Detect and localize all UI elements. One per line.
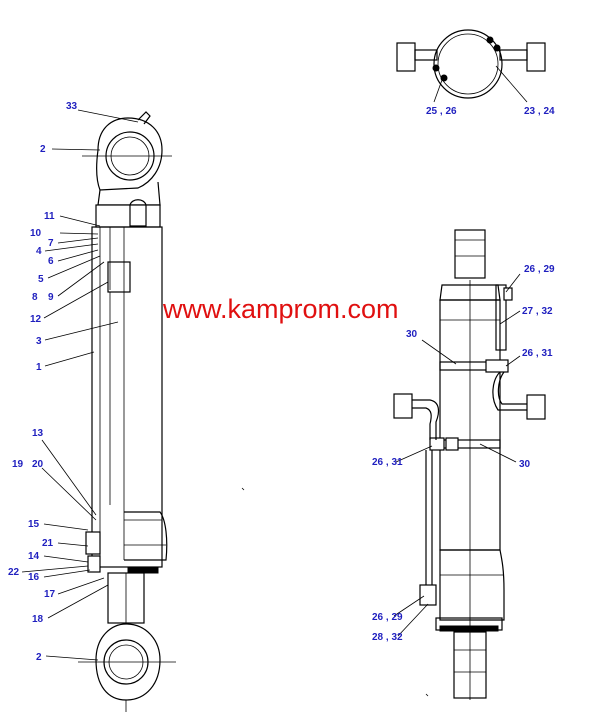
end-view-drawing: [396, 29, 546, 103]
label-7: 7: [48, 238, 54, 249]
label-10: 10: [30, 228, 42, 239]
label-26-31-left: 26 , 31: [372, 457, 403, 468]
label-1: 1: [36, 362, 42, 373]
label-8: 8: [32, 292, 38, 303]
label-3: 3: [36, 336, 42, 347]
label-2-top: 2: [40, 144, 46, 155]
label-26-29-bottom: 26 , 29: [372, 612, 403, 623]
label-18: 18: [32, 614, 44, 625]
label-26-31-right: 26 , 31: [522, 348, 553, 359]
right-leader-lines: [393, 273, 521, 637]
label-26-29-top: 26 , 29: [524, 264, 555, 275]
label-28-32: 28 , 32: [372, 632, 403, 643]
label-22: 22: [8, 567, 20, 578]
label-17: 17: [44, 589, 56, 600]
label-4: 4: [36, 246, 42, 257]
label-19: 19: [12, 459, 24, 470]
label-13: 13: [32, 428, 44, 439]
label-16: 16: [28, 572, 40, 583]
label-25-26: 25 , 26: [426, 106, 457, 117]
label-9: 9: [48, 292, 54, 303]
left-cylinder-drawing: [78, 111, 176, 712]
watermark-url: www.kamprom.com: [162, 294, 399, 324]
label-20: 20: [32, 459, 44, 470]
left-leader-lines: [21, 109, 139, 661]
label-30-lower: 30: [519, 459, 531, 470]
label-27-32: 27 , 32: [522, 306, 553, 317]
right-cylinder-drawing: [393, 229, 546, 700]
label-23-24: 23 , 24: [524, 106, 555, 117]
label-12: 12: [30, 314, 42, 325]
label-6: 6: [48, 256, 54, 267]
part-number-labels: 33 2 11 10 7 4 6 5 8 9 12 3 1 13 19 20 1…: [8, 101, 555, 663]
label-33: 33: [66, 101, 78, 112]
label-11: 11: [44, 211, 55, 222]
label-2-bottom: 2: [36, 652, 42, 663]
label-21: 21: [42, 538, 54, 549]
label-15: 15: [28, 519, 40, 530]
label-5: 5: [38, 274, 44, 285]
label-14: 14: [28, 551, 40, 562]
label-30-upper: 30: [406, 329, 418, 340]
